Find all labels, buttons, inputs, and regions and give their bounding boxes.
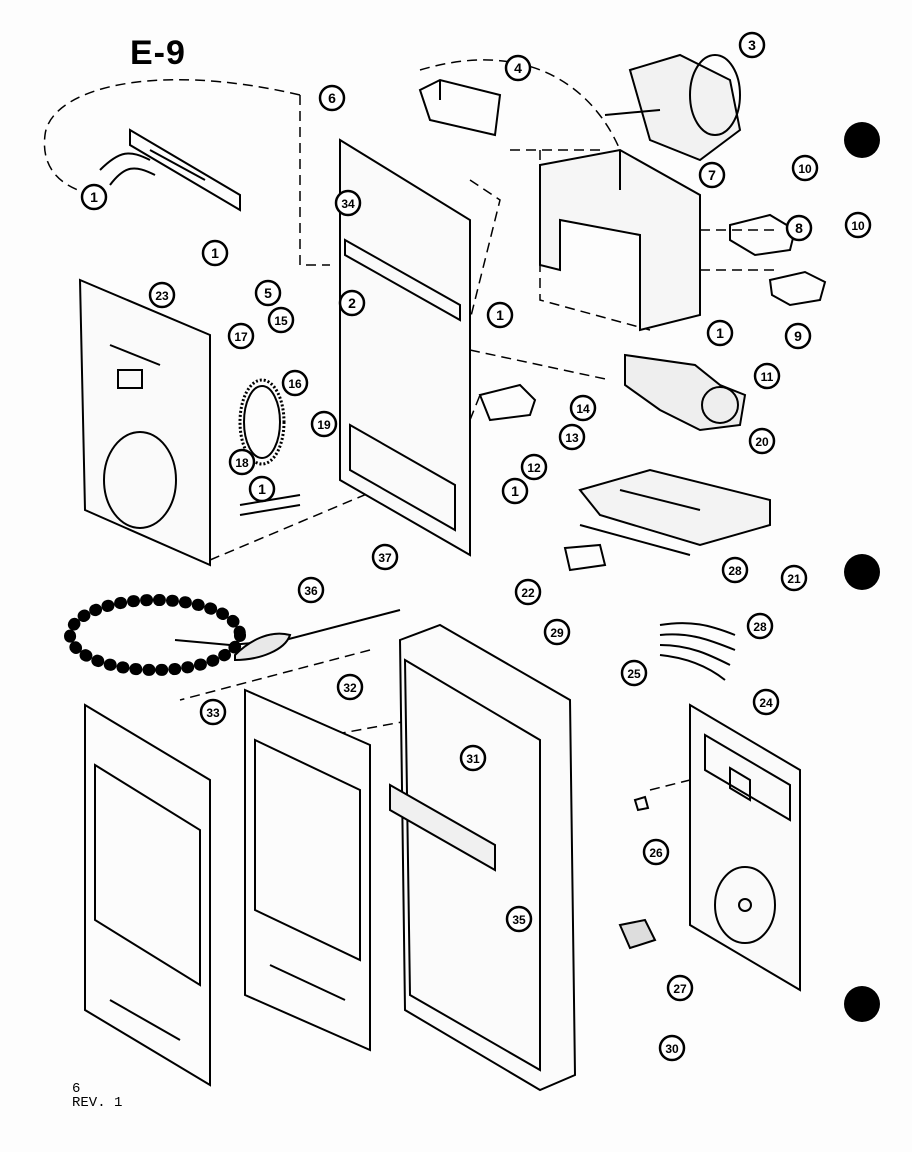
callout-15: 15 bbox=[267, 306, 295, 334]
callout-4: 4 bbox=[504, 54, 532, 82]
callout-28: 28 bbox=[721, 556, 749, 584]
callout-1: 1 bbox=[486, 301, 514, 329]
svg-text:35: 35 bbox=[512, 913, 526, 927]
svg-text:27: 27 bbox=[673, 982, 687, 996]
callout-24: 24 bbox=[752, 688, 780, 716]
callout-17: 17 bbox=[227, 322, 255, 350]
svg-text:14: 14 bbox=[576, 402, 590, 416]
svg-text:25: 25 bbox=[627, 667, 641, 681]
svg-text:1: 1 bbox=[716, 325, 724, 341]
revision-label: REV. 1 bbox=[72, 1095, 123, 1111]
callout-5: 5 bbox=[254, 279, 282, 307]
svg-text:12: 12 bbox=[527, 461, 541, 475]
svg-text:3: 3 bbox=[748, 37, 756, 53]
svg-text:7: 7 bbox=[708, 167, 716, 183]
callout-1: 1 bbox=[706, 319, 734, 347]
callout-33: 33 bbox=[199, 698, 227, 726]
svg-text:13: 13 bbox=[565, 431, 579, 445]
callout-26: 26 bbox=[642, 838, 670, 866]
callout-11: 11 bbox=[753, 362, 781, 390]
callout-28: 28 bbox=[746, 612, 774, 640]
svg-text:17: 17 bbox=[234, 330, 248, 344]
callout-1: 1 bbox=[501, 477, 529, 505]
callout-29: 29 bbox=[543, 618, 571, 646]
callout-10: 10 bbox=[791, 154, 819, 182]
diagram-title: E-9 bbox=[130, 34, 186, 72]
svg-text:30: 30 bbox=[665, 1042, 679, 1056]
svg-text:18: 18 bbox=[235, 456, 249, 470]
callout-1: 1 bbox=[248, 475, 276, 503]
svg-text:28: 28 bbox=[728, 564, 742, 578]
callout-36: 36 bbox=[297, 576, 325, 604]
callout-1: 1 bbox=[201, 239, 229, 267]
svg-text:9: 9 bbox=[794, 328, 802, 344]
svg-text:31: 31 bbox=[466, 752, 480, 766]
svg-text:26: 26 bbox=[649, 846, 663, 860]
callout-1: 1 bbox=[80, 183, 108, 211]
callout-6: 6 bbox=[318, 84, 346, 112]
binder-hole-marker bbox=[844, 986, 880, 1022]
callout-3: 3 bbox=[738, 31, 766, 59]
svg-text:21: 21 bbox=[787, 572, 801, 586]
svg-text:8: 8 bbox=[795, 220, 803, 236]
binder-hole-marker bbox=[844, 122, 880, 158]
callout-22: 22 bbox=[514, 578, 542, 606]
svg-text:16: 16 bbox=[288, 377, 302, 391]
svg-text:1: 1 bbox=[258, 481, 266, 497]
callout-32: 32 bbox=[336, 673, 364, 701]
callout-19: 19 bbox=[310, 410, 338, 438]
svg-text:6: 6 bbox=[328, 90, 336, 106]
svg-text:10: 10 bbox=[851, 219, 865, 233]
svg-text:22: 22 bbox=[521, 586, 535, 600]
callout-23: 23 bbox=[148, 281, 176, 309]
svg-text:37: 37 bbox=[378, 551, 392, 565]
svg-text:2: 2 bbox=[348, 295, 356, 311]
svg-text:23: 23 bbox=[155, 289, 169, 303]
callout-8: 8 bbox=[785, 214, 813, 242]
svg-text:1: 1 bbox=[511, 483, 519, 499]
svg-text:34: 34 bbox=[341, 197, 355, 211]
svg-text:1: 1 bbox=[90, 189, 98, 205]
svg-text:36: 36 bbox=[304, 584, 318, 598]
svg-text:11: 11 bbox=[761, 370, 774, 384]
callout-18: 18 bbox=[228, 448, 256, 476]
callout-34: 34 bbox=[334, 189, 362, 217]
callout-27: 27 bbox=[666, 974, 694, 1002]
svg-text:32: 32 bbox=[343, 681, 357, 695]
callout-20: 20 bbox=[748, 427, 776, 455]
svg-text:20: 20 bbox=[755, 435, 769, 449]
svg-text:1: 1 bbox=[496, 307, 504, 323]
callout-31: 31 bbox=[459, 744, 487, 772]
callout-12: 12 bbox=[520, 453, 548, 481]
callout-7: 7 bbox=[698, 161, 726, 189]
page-number: 6 bbox=[72, 1081, 81, 1097]
callout-30: 30 bbox=[658, 1034, 686, 1062]
binder-hole-marker bbox=[844, 554, 880, 590]
callout-14: 14 bbox=[569, 394, 597, 422]
callout-37: 37 bbox=[371, 543, 399, 571]
svg-text:1: 1 bbox=[211, 245, 219, 261]
callout-13: 13 bbox=[558, 423, 586, 451]
svg-text:33: 33 bbox=[206, 706, 220, 720]
svg-text:4: 4 bbox=[514, 60, 522, 76]
callout-9: 9 bbox=[784, 322, 812, 350]
svg-text:19: 19 bbox=[317, 418, 331, 432]
callout-2: 2 bbox=[338, 289, 366, 317]
callout-10: 10 bbox=[844, 211, 872, 239]
svg-text:10: 10 bbox=[798, 162, 812, 176]
svg-text:28: 28 bbox=[753, 620, 767, 634]
callout-16: 16 bbox=[281, 369, 309, 397]
svg-text:15: 15 bbox=[274, 314, 288, 328]
svg-text:29: 29 bbox=[550, 626, 564, 640]
callout-25: 25 bbox=[620, 659, 648, 687]
callout-35: 35 bbox=[505, 905, 533, 933]
svg-text:5: 5 bbox=[264, 285, 272, 301]
svg-text:24: 24 bbox=[759, 696, 773, 710]
callout-21: 21 bbox=[780, 564, 808, 592]
